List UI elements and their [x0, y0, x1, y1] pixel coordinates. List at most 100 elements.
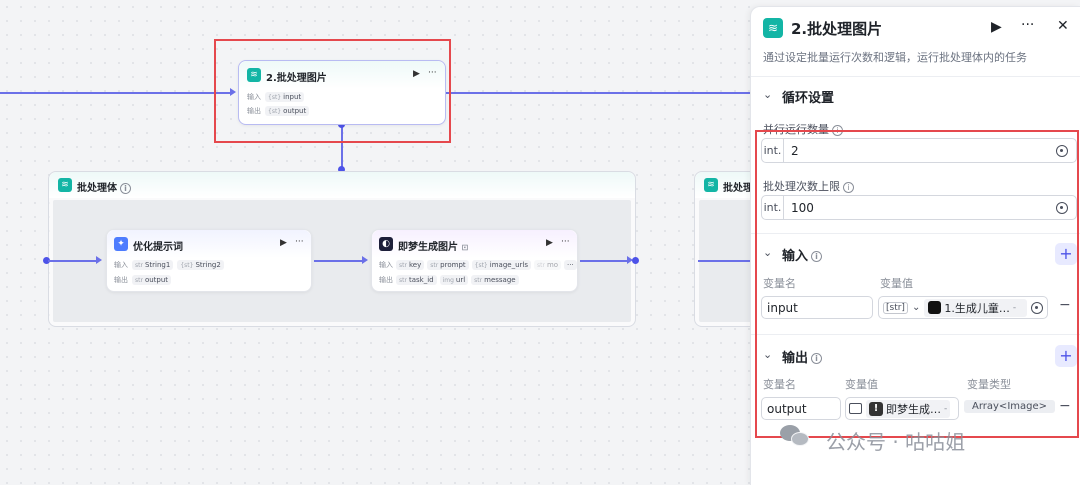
node-ref-tag[interactable]: 1.生成儿童… - — [924, 298, 1027, 317]
edge-arrow — [230, 88, 236, 96]
divider — [751, 76, 1080, 77]
batch-icon: ≋ — [58, 178, 72, 192]
output-name-field[interactable]: output — [761, 397, 841, 420]
parallel-value: 2 — [791, 143, 799, 158]
max-batch-field[interactable]: int. 100 — [761, 195, 1077, 220]
int-type-badge: int. — [762, 196, 784, 219]
variable-ref-icon[interactable] — [1056, 201, 1068, 214]
edge-between-nodes — [314, 260, 364, 262]
chevron-down-icon[interactable]: ⌄ — [763, 348, 773, 361]
panel-title[interactable]: 2.批处理图片 — [791, 20, 883, 38]
play-icon[interactable]: ▶ — [280, 238, 287, 248]
port[interactable] — [632, 257, 639, 264]
edge-group-out — [580, 260, 630, 262]
input-label: 输入 — [247, 93, 261, 101]
var-tag: {st}image_urls — [471, 260, 531, 270]
int-type-badge: int. — [762, 139, 784, 162]
batch-icon: ≋ — [247, 68, 261, 82]
info-icon: i — [120, 182, 131, 194]
node-output-row: 输出 {st}output — [247, 106, 310, 116]
array-type-badge[interactable]: [str] — [883, 301, 908, 314]
node-title: 优化提示词 — [133, 242, 183, 253]
output-label: 输出 — [379, 276, 393, 284]
edge-arrow — [627, 256, 633, 264]
edge-main-out — [446, 92, 750, 94]
more-icon[interactable]: ··· — [428, 68, 437, 78]
node-header — [239, 61, 445, 89]
more-button[interactable]: ··· — [1021, 17, 1035, 33]
info-icon: i — [843, 181, 854, 193]
llm-icon: ✦ — [114, 237, 128, 251]
var-tag: {st}input — [265, 92, 305, 102]
node-header — [107, 230, 311, 258]
chevron-down-icon[interactable]: ⌄ — [763, 246, 773, 259]
variable-ref-icon[interactable] — [1056, 144, 1068, 157]
plugin-icon: ⊡ — [461, 243, 469, 252]
add-input-button[interactable]: + — [1055, 243, 1077, 265]
batch-icon: ≋ — [704, 178, 718, 192]
close-button[interactable]: ✕ — [1057, 18, 1069, 34]
input-name-field[interactable]: input — [761, 296, 873, 319]
node-avatar-icon — [928, 301, 942, 314]
var-value-col: 变量值 — [880, 277, 913, 290]
node-input-row: 输入 {st}input — [247, 92, 305, 102]
edge-arrow — [362, 256, 368, 264]
highlight-box-node — [214, 39, 451, 143]
edge-group2-in — [698, 260, 750, 262]
more-icon[interactable]: ··· — [295, 237, 304, 247]
input-value-field[interactable]: [str] ⌄ 1.生成儿童… - — [878, 296, 1048, 319]
var-name-col: 变量名 — [763, 378, 796, 391]
edge-arrow — [96, 256, 102, 264]
var-name-col: 变量名 — [763, 277, 796, 290]
node-header — [372, 230, 577, 258]
more-inputs[interactable]: ··· — [564, 260, 577, 270]
more-icon[interactable]: ··· — [561, 237, 570, 247]
image-icon — [849, 403, 862, 414]
chevron-down-icon[interactable]: ⌄ — [911, 302, 921, 313]
add-output-button[interactable]: + — [1055, 345, 1077, 367]
edge-main-to-group — [341, 124, 343, 169]
parallel-count-field[interactable]: int. 2 — [761, 138, 1077, 163]
batch-icon: ≋ — [763, 18, 783, 38]
port[interactable] — [338, 166, 345, 173]
node-title: 即梦生成图片 ⊡ — [398, 242, 469, 253]
group-title: 批处理 — [723, 183, 753, 194]
warning-icon: ! — [869, 401, 883, 416]
play-icon[interactable]: ▶ — [546, 238, 553, 248]
edge-group-in — [48, 260, 96, 262]
section-loop-settings[interactable]: 循环设置 — [782, 91, 835, 106]
remove-output-button[interactable]: − — [1059, 398, 1071, 414]
input-label: 输入 — [114, 261, 128, 269]
remove-input-button[interactable]: − — [1059, 297, 1071, 313]
input-label: 输入 — [379, 261, 393, 269]
play-button[interactable]: ▶ — [991, 19, 1002, 35]
output-value-field[interactable]: ! 即梦生成… - — [845, 397, 959, 420]
batch-node-main[interactable]: ≋ 2.批处理图片 ▶ ··· 输入 {st}input 输出 {st}outp… — [238, 60, 446, 125]
variable-ref-icon[interactable] — [1031, 301, 1043, 314]
var-type-col: 变量类型 — [967, 378, 1011, 391]
chevron-down-icon[interactable]: ⌄ — [763, 88, 773, 101]
wechat-icon — [780, 423, 814, 449]
play-icon[interactable]: ▶ — [413, 69, 420, 79]
max-batch-value: 100 — [791, 200, 814, 215]
port[interactable] — [43, 257, 50, 264]
group-header — [49, 172, 635, 198]
panel-description: 通过设定批量运行次数和逻辑，运行批处理体内的任务 — [763, 51, 1027, 64]
output-label: 输出 — [114, 276, 128, 284]
node-ref-tag[interactable]: ! 即梦生成… - — [866, 399, 951, 418]
